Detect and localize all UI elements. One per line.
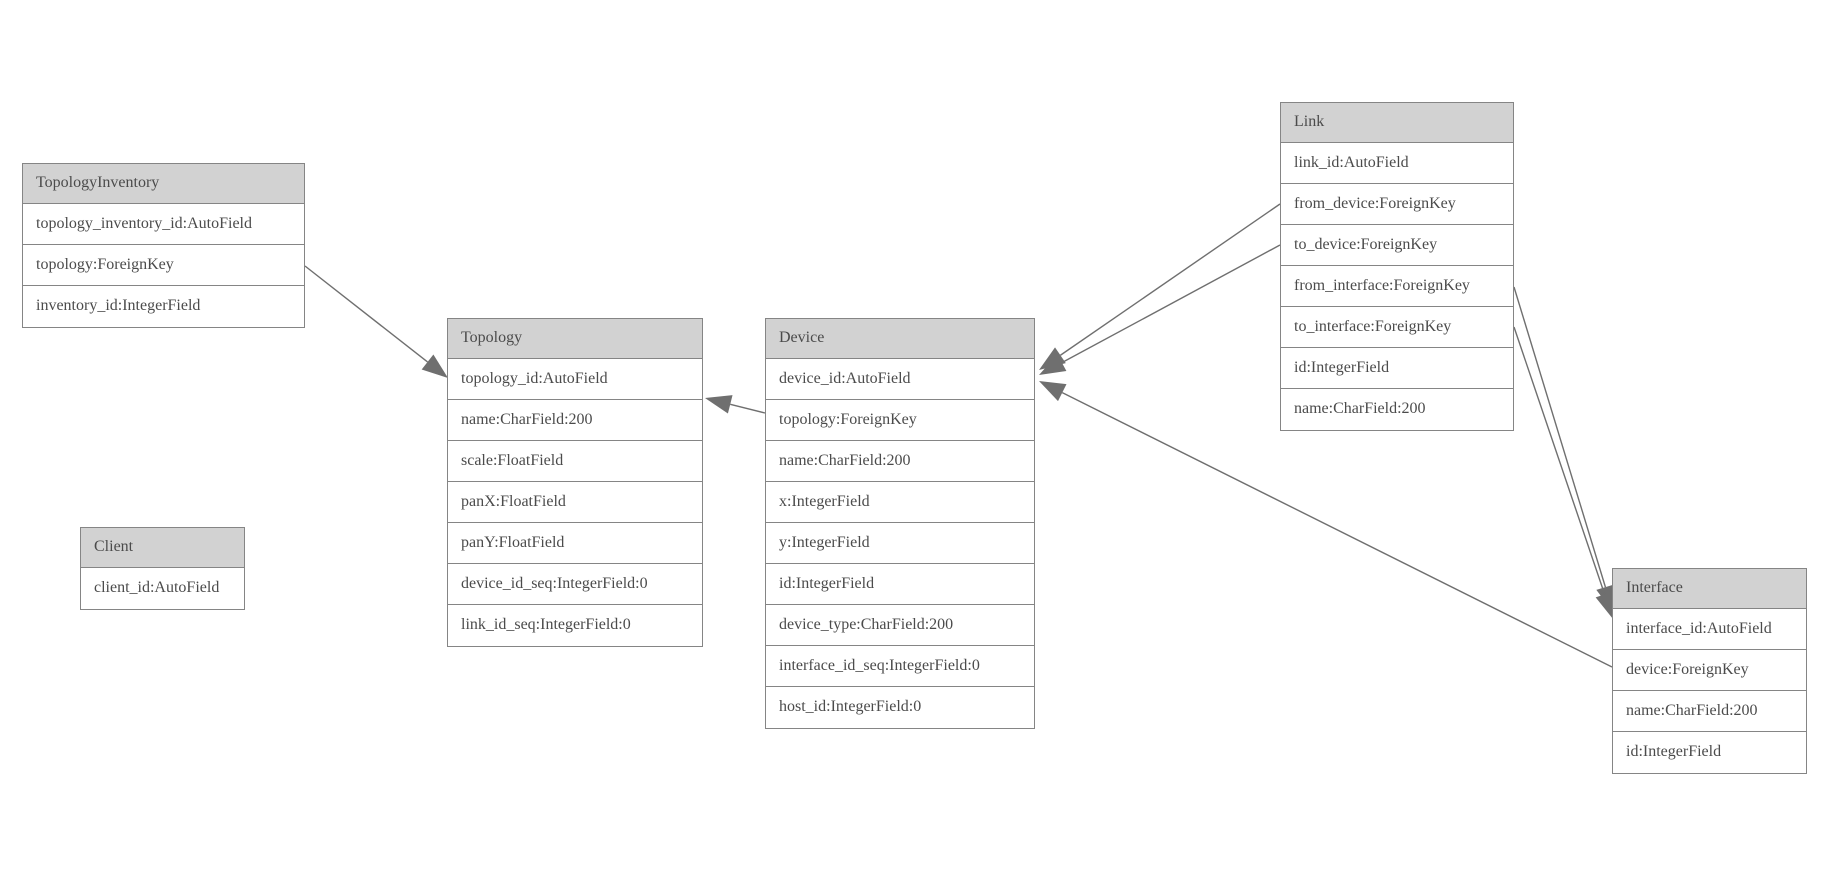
entity-title: Interface — [1613, 569, 1806, 609]
field-row: topology:ForeignKey — [23, 245, 304, 286]
field-row: interface_id_seq:IntegerField:0 — [766, 646, 1034, 687]
field-row: name:CharField:200 — [1294, 400, 1426, 417]
field-row: panY:FloatField — [448, 523, 702, 564]
relationship-line — [1060, 203, 1281, 356]
field-row: id:IntegerField — [1281, 348, 1513, 389]
field-row: to_interface:ForeignKey — [1281, 307, 1513, 348]
field-row: link_id:AutoField — [1281, 143, 1513, 184]
arrowhead-icon — [1039, 354, 1067, 375]
field-row: from_interface:ForeignKey — [1281, 266, 1513, 307]
field-row: host_id:IntegerField:0 — [779, 698, 922, 715]
field-row: device_id:AutoField — [766, 359, 1034, 400]
field-row: name:CharField:200 — [1613, 691, 1806, 732]
field-row: from_device:ForeignKey — [1281, 184, 1513, 225]
relationship-line — [730, 403, 766, 414]
entity-title: Topology — [448, 319, 702, 359]
relationship-line — [1061, 244, 1281, 364]
field-row: inventory_id:IntegerField — [36, 297, 201, 314]
field-row: device:ForeignKey — [1613, 650, 1806, 691]
relationship-line — [1061, 391, 1613, 668]
field-row: name:CharField:200 — [766, 441, 1034, 482]
arrowhead-icon — [1595, 591, 1614, 619]
relationship-line — [1513, 326, 1606, 595]
entity-title: TopologyInventory — [23, 164, 304, 204]
entity-title: Client — [81, 528, 244, 568]
field-row: topology_inventory_id:AutoField — [23, 204, 304, 245]
field-row: topology:ForeignKey — [766, 400, 1034, 441]
arrowhead-icon — [705, 395, 733, 414]
field-row: interface_id:AutoField — [1613, 609, 1806, 650]
relationship-line — [304, 265, 428, 363]
arrowhead-icon — [421, 354, 448, 378]
field-row: device_id_seq:IntegerField:0 — [448, 564, 702, 605]
field-row: y:IntegerField — [766, 523, 1034, 564]
entity-title: Device — [766, 319, 1034, 359]
relationship-line — [1513, 286, 1607, 588]
entity-title: Link — [1281, 103, 1513, 143]
field-row: id:IntegerField — [766, 564, 1034, 605]
entity-table-topology-inventory: TopologyInventory topology_inventory_id:… — [22, 163, 305, 328]
field-row: client_id:AutoField — [94, 579, 220, 596]
arrowhead-icon — [1039, 381, 1067, 402]
field-row: x:IntegerField — [766, 482, 1034, 523]
field-row: scale:FloatField — [448, 441, 702, 482]
field-row: topology_id:AutoField — [448, 359, 702, 400]
field-row: name:CharField:200 — [448, 400, 702, 441]
field-row: device_type:CharField:200 — [766, 605, 1034, 646]
field-row: to_device:ForeignKey — [1281, 225, 1513, 266]
field-row: link_id_seq:IntegerField:0 — [461, 616, 631, 633]
entity-table-client: Client client_id:AutoField — [80, 527, 245, 610]
field-row: panX:FloatField — [448, 482, 702, 523]
field-row: id:IntegerField — [1626, 743, 1722, 760]
entity-field-list: client_id:AutoField — [81, 568, 244, 609]
